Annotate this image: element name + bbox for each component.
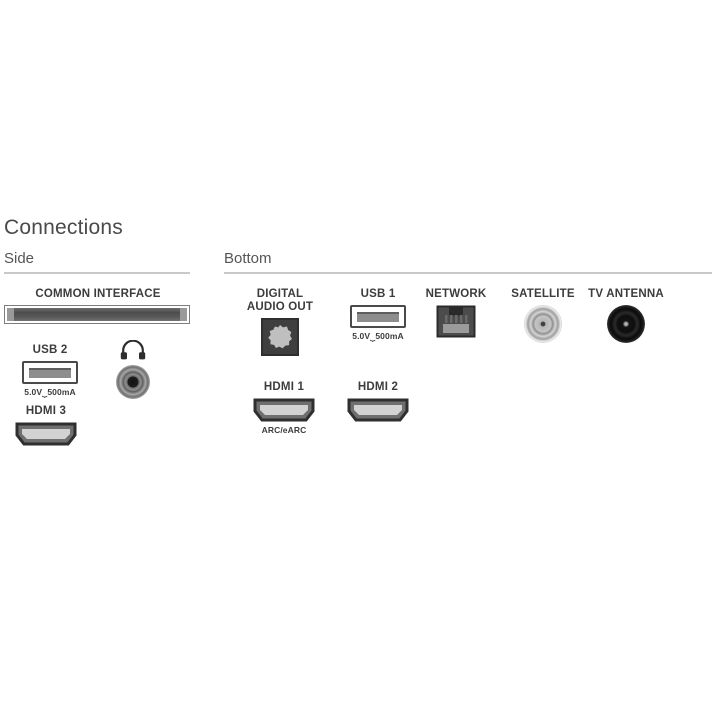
port-usb-1: USB 1 5.0V⏟500mA	[340, 288, 416, 342]
port-common-interface: COMMON INTERFACE	[4, 288, 192, 324]
headphone-icon	[120, 340, 146, 360]
port-label-usb-1: USB 1	[360, 288, 396, 300]
port-spec-hdmi-1: ARC/eARC	[261, 425, 307, 435]
section-divider-bottom	[224, 272, 712, 274]
page-title: Connections	[4, 216, 123, 239]
port-tv-antenna: TV ANTENNA	[583, 288, 669, 343]
port-label-common-interface: COMMON INTERFACE	[35, 288, 161, 300]
ci-slot-icon	[4, 305, 190, 324]
hdmi-port-icon	[253, 398, 315, 422]
port-hdmi-1: HDMI 1 ARC/eARC	[246, 381, 322, 435]
port-spec-usb-1: 5.0V⏟500mA	[352, 331, 404, 341]
rj45-port-icon	[436, 305, 476, 338]
section-heading-side: Side	[4, 250, 35, 267]
port-usb-2: USB 2 5.0V⏟500mA	[8, 344, 92, 398]
coax-f-connector-icon	[524, 305, 562, 343]
section-heading-bottom: Bottom	[224, 250, 272, 267]
section-divider-side	[4, 272, 190, 274]
optical-port-icon	[261, 318, 299, 356]
hdmi-port-icon	[15, 422, 77, 446]
port-label-tv-antenna: TV ANTENNA	[588, 288, 664, 300]
usb-port-icon	[22, 361, 78, 384]
usb-port-icon	[350, 305, 406, 328]
port-digital-audio-out: DIGITAL AUDIO OUT	[238, 288, 322, 356]
headphone-jack-icon	[116, 365, 150, 399]
port-hdmi-2: HDMI 2	[340, 381, 416, 422]
port-label-digital-audio-out: DIGITAL AUDIO OUT	[246, 288, 314, 313]
port-hdmi-3: HDMI 3	[8, 405, 84, 446]
port-headphone	[104, 340, 162, 399]
port-label-hdmi-3: HDMI 3	[25, 405, 67, 417]
coax-iec-connector-icon	[607, 305, 645, 343]
port-label-network: NETWORK	[425, 288, 487, 300]
port-label-usb-2: USB 2	[32, 344, 68, 356]
port-network: NETWORK	[416, 288, 496, 338]
port-label-satellite: SATELLITE	[511, 288, 575, 300]
port-label-hdmi-1: HDMI 1	[263, 381, 305, 393]
port-label-hdmi-2: HDMI 2	[357, 381, 399, 393]
hdmi-port-icon	[347, 398, 409, 422]
port-satellite: SATELLITE	[506, 288, 580, 343]
port-spec-usb-2: 5.0V⏟500mA	[24, 387, 76, 397]
